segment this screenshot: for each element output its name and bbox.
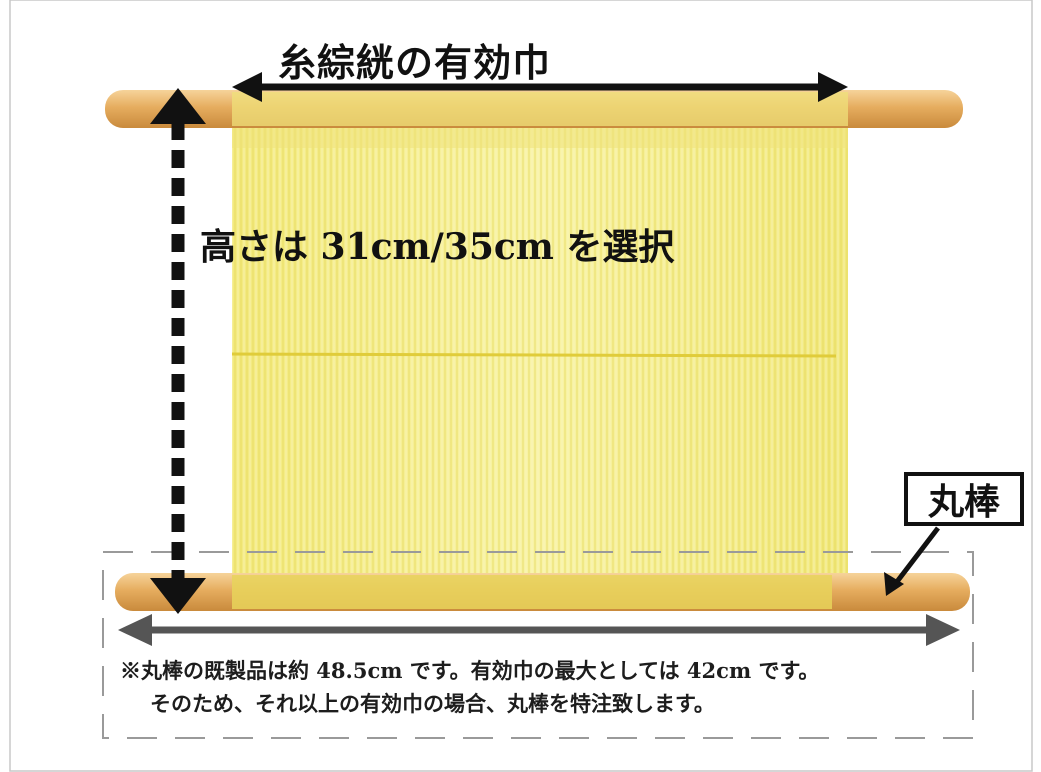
note-line-1: ※丸棒の既製品は約 48.5cm です。有効巾の最大としては 42cm です。: [120, 658, 820, 683]
rod-label: 丸棒: [927, 481, 1000, 523]
top-rod: [105, 90, 963, 128]
rod-highlight-box: [102, 551, 974, 739]
note-line-2: そのため、それ以上の有効巾の場合、丸棒を特注致します。: [150, 691, 715, 716]
rod-label-box: 丸棒: [904, 472, 1024, 526]
effective-width-label: 糸綜絖の有効巾: [278, 40, 552, 85]
yarn-heddles: [231, 100, 848, 608]
double-arrow-horizontal-icon: [232, 72, 848, 102]
frame-border: [9, 0, 1033, 772]
height-choice-label: 高さは 31cm/35cm を選択: [200, 226, 675, 268]
double-arrow-vertical-dashed-icon: [150, 88, 206, 614]
rod-length-arrow-icon: [118, 614, 960, 646]
arrow-pointer-icon: [884, 526, 940, 596]
bottom-rod: [115, 573, 970, 611]
